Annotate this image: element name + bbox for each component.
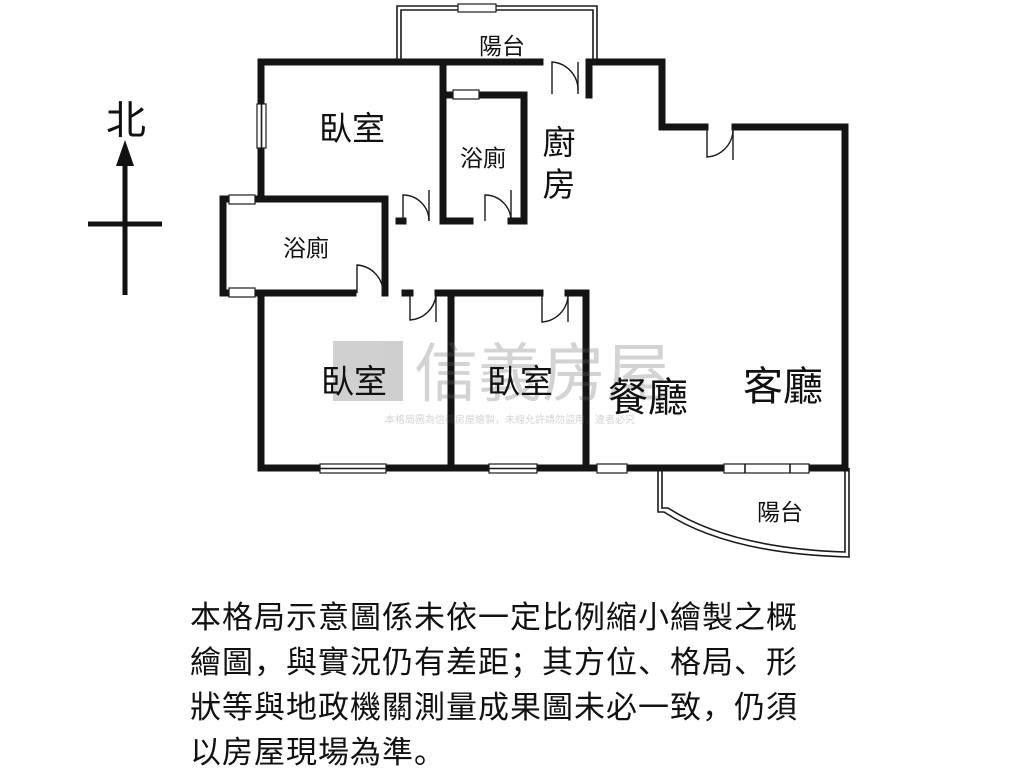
floor-plan: 北	[88, 3, 850, 558]
room-bedroom-lower-left: 臥室	[321, 362, 387, 401]
walls	[219, 58, 849, 472]
room-living: 客廳	[743, 364, 823, 410]
room-bedroom-top: 臥室	[319, 109, 385, 148]
room-kitchen-char1: 廚	[543, 123, 576, 162]
room-bedroom-lower-mid: 臥室	[487, 362, 553, 401]
doors	[356, 61, 734, 323]
balcony-bottom-outline	[657, 468, 850, 558]
north-label: 北	[106, 98, 146, 144]
room-bath-upper: 浴廁	[460, 146, 506, 172]
watermark-notice: 本格局圖為信義房屋繪製，未經允許請勿盜用，違者必究	[385, 413, 635, 426]
watermark: 信義房屋 本格局圖為信義房屋繪製，未經允許請勿盜用，違者必究	[333, 338, 670, 426]
room-dining: 餐廳	[608, 375, 688, 421]
room-balcony-bottom: 陽台	[757, 500, 803, 526]
north-arrow-icon	[88, 140, 162, 295]
watermark-brand: 信義房屋	[414, 338, 670, 412]
room-kitchen-char2: 房	[543, 165, 576, 204]
brand-logo-icon	[333, 341, 403, 401]
room-balcony-top: 陽台	[479, 34, 525, 60]
windows	[228, 89, 810, 474]
disclaimer-text: 本格局示意圖係未依一定比例縮小繪製之概 繪圖，與實況仍有差距；其方位、格局、形 …	[190, 600, 798, 771]
balcony-top-outline	[396, 3, 598, 62]
room-bath-left: 浴廁	[283, 236, 329, 262]
